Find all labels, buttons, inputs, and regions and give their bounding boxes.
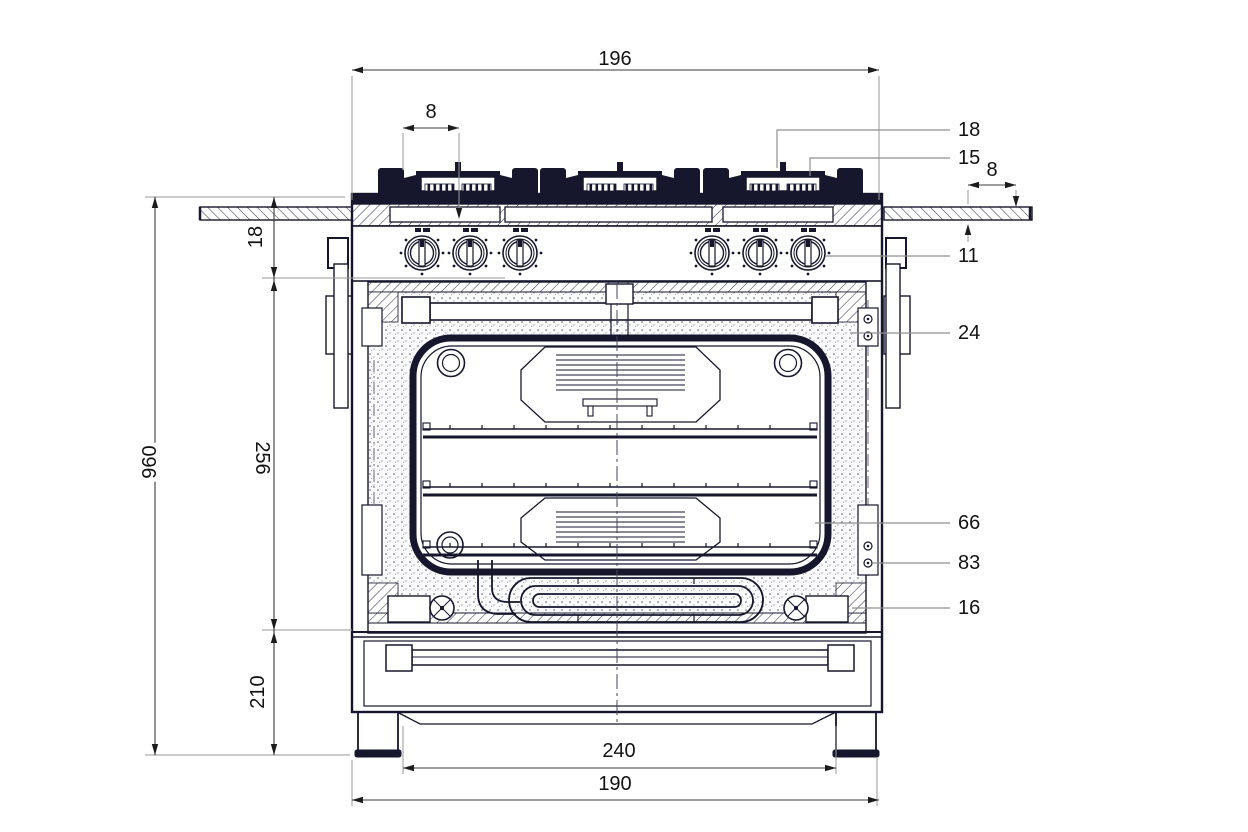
callout-base-screw: 16 [958,597,981,619]
callout-control-knob: 11 [958,245,979,267]
dim-feet-spacing: 240 [599,741,639,761]
dim-right-shelf-offset: 8 [983,160,1001,180]
control-knobs [399,228,831,276]
body-outline [350,192,884,724]
burner-tube [477,560,764,623]
callout-lower-hinge: 83 [958,552,981,574]
drawer [352,636,882,707]
callout-pot-support: 18 [958,119,981,141]
cooktop-burners [352,162,882,204]
dim-burner-offset: 8 [422,102,440,122]
dimension-lines [145,66,1020,806]
dim-overall-height: 960 [139,442,161,482]
dim-base-width: 190 [595,774,635,794]
oven-door-window [409,334,832,576]
callout-leaders [776,129,950,609]
control-panel [351,203,883,282]
dim-base-section-height: 210 [247,672,269,712]
dim-top-width: 196 [595,49,635,69]
callout-upper-hinge: 24 [958,322,981,344]
dim-oven-section-height: 256 [251,438,273,478]
oven-racks [422,422,818,557]
dimension-arrowheads [151,66,1020,804]
callout-oven-rack: 66 [958,512,981,534]
callout-burner-cap: 15 [958,147,981,169]
base-screws [429,595,809,621]
broiler-elements [520,346,721,561]
side-rails [325,237,911,409]
dim-left-drop: 18 [245,222,267,252]
side-shelves [198,206,1033,221]
